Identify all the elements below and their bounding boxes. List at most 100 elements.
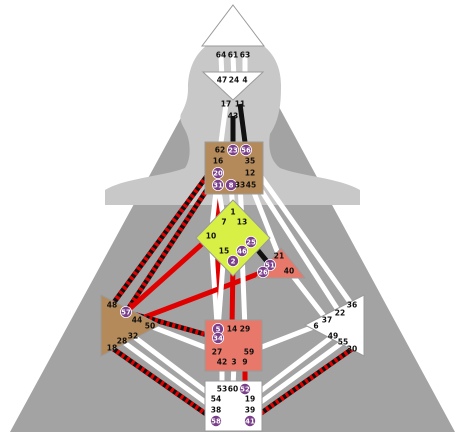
gate-19: 19 [245,395,255,404]
gate-25-label: 25 [246,239,256,247]
gate-20-marker [211,166,224,179]
gate-60-label: 60 [228,385,238,394]
gate-58: 58 [209,414,222,427]
gate-64: 64 [216,51,226,60]
gate-56-marker [239,143,252,156]
gate-37: 37 [322,316,332,325]
gate-18: 18 [107,344,117,353]
channel-18-58 [110,345,218,424]
gate-32: 32 [128,332,138,341]
gate-10: 10 [206,232,216,241]
gate-46-marker [235,244,248,257]
gate-62-label: 62 [215,146,225,155]
gate-24: 24 [229,76,239,85]
gate-16: 16 [213,157,223,166]
gate-57: 57 [120,305,133,318]
gate-40-label: 40 [284,267,294,276]
gate-44: 44 [132,316,142,325]
channel-30-41-stripe [248,346,354,424]
gate-63: 63 [240,51,250,60]
gate-19-label: 19 [245,395,255,404]
gate-26: 26 [256,265,269,278]
gate-23-label: 23 [228,147,238,155]
gate-47-label: 47 [217,76,227,85]
gate-49: 49 [328,332,338,341]
gate-18-label: 18 [107,344,117,353]
solar-plexus-center [303,294,365,357]
gate-13: 13 [237,218,247,227]
gate-32-label: 32 [128,332,138,341]
gate-1-label: 1 [230,208,235,217]
gate-11-label: 11 [235,100,245,109]
gate-60: 60 [228,385,238,394]
gate-58-marker [209,414,222,427]
gate-14: 14 [227,325,237,334]
gate-8-marker [224,178,237,191]
gate-10-label: 10 [206,232,216,241]
gate-34-marker [211,331,224,344]
gate-27: 27 [212,348,222,357]
gate-14-label: 14 [227,325,237,334]
gate-3-label: 3 [231,358,236,367]
gate-48-label: 48 [107,301,117,310]
gate-1: 1 [230,208,235,217]
gate-40: 40 [284,267,294,276]
gate-55: 55 [338,338,348,347]
gate-8-label: 8 [229,182,234,190]
gate-9: 9 [242,358,247,367]
gate-46: 46 [235,244,248,257]
gate-5-label: 5 [216,326,221,334]
gate-4-label: 4 [242,76,247,85]
gate-22: 22 [335,309,345,318]
gate-23: 23 [226,143,239,156]
gate-2-label: 2 [231,258,236,266]
gate-58-label: 58 [211,418,221,426]
gate-31-label: 31 [213,182,223,190]
gate-23-marker [226,143,239,156]
gate-33: 33 [235,181,245,190]
gate-51-label: 51 [265,262,275,270]
gate-43: 43 [228,112,238,121]
gate-52-label: 52 [240,386,250,394]
gate-49-label: 49 [328,332,338,341]
gate-45: 45 [246,181,256,190]
gate-34-label: 34 [213,335,223,343]
gate-63-label: 63 [240,51,250,60]
gate-6: 6 [313,322,318,331]
gate-29: 29 [240,325,250,334]
gate-11: 11 [235,100,245,109]
gate-37-label: 37 [322,316,332,325]
gate-36-label: 36 [347,301,357,310]
gate-61: 61 [228,51,238,60]
gate-50-label: 50 [145,322,155,331]
gate-27-label: 27 [212,348,222,357]
channel-57-34-stripe [125,309,219,341]
gate-26-marker [256,265,269,278]
gate-20-label: 20 [213,170,223,178]
gate-26-label: 26 [258,269,268,277]
gate-25-marker [244,235,257,248]
gate-34: 34 [211,331,224,344]
channel-28-38 [120,338,218,413]
gate-16-label: 16 [213,157,223,166]
channel-20-57-stripe [123,171,221,314]
gate-21-label: 21 [274,252,284,261]
gate-44-label: 44 [132,316,142,325]
gate-52: 52 [238,382,251,395]
gate-45-label: 45 [246,181,256,190]
gate-42-label: 42 [217,358,227,367]
gate-25: 25 [244,235,257,248]
gate-31-marker [211,178,224,191]
gate-31: 31 [211,178,224,191]
gate-53: 53 [217,385,227,394]
gate-46-label: 46 [237,248,247,256]
gate-22-label: 22 [335,309,345,318]
gate-20: 20 [211,166,224,179]
gate-13-label: 13 [237,218,247,227]
gate-9-label: 9 [242,358,247,367]
gate-36: 36 [347,301,357,310]
gate-61-label: 61 [228,51,238,60]
gate-50: 50 [145,322,155,331]
ajna-center [201,71,265,101]
